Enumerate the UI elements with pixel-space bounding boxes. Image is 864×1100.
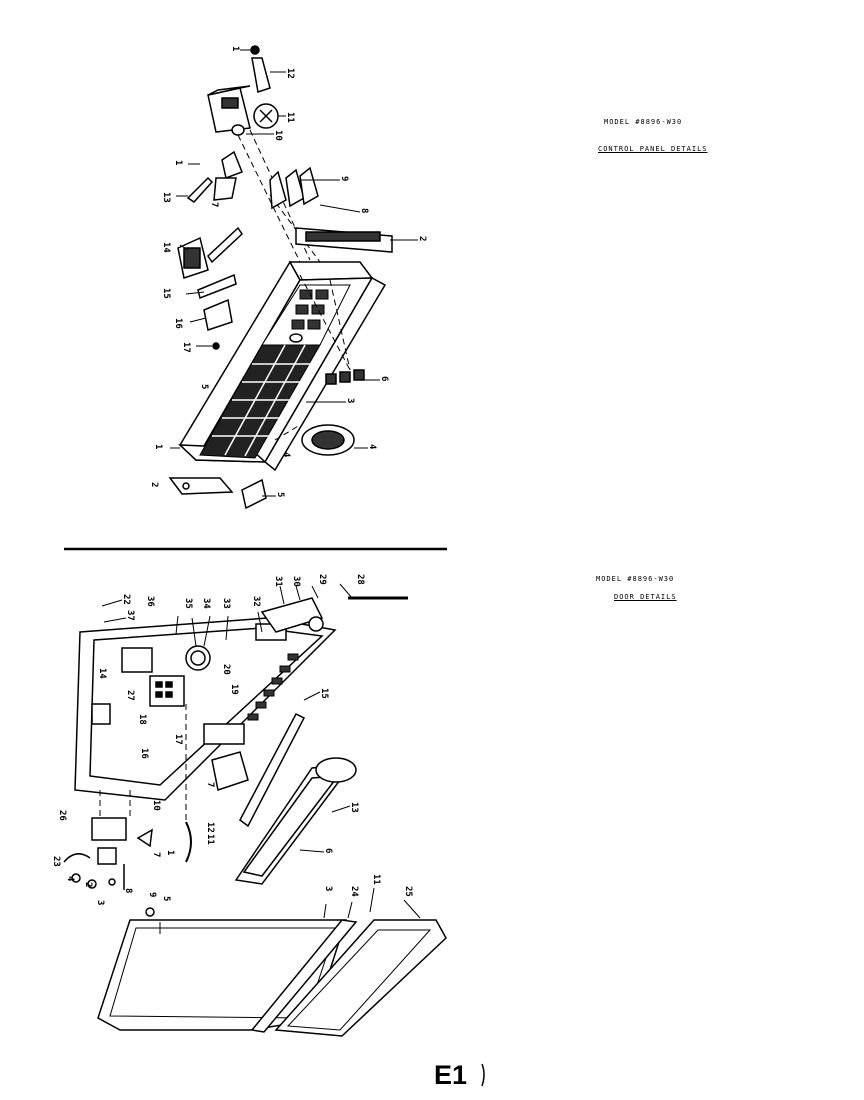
door-model-title: MODEL #8896-W30 <box>596 575 675 583</box>
callout-door: 7 <box>151 852 161 857</box>
callout-door: 22 <box>121 594 131 605</box>
callout-door: 37 <box>125 610 135 621</box>
callout-door: 1 <box>165 850 175 855</box>
callout-door: 23 <box>51 856 61 867</box>
callout-cp: 3 <box>345 398 355 403</box>
page-bracket <box>481 1063 485 1087</box>
callout-cp: 11 <box>285 112 295 123</box>
callout-door: 16 <box>139 748 149 759</box>
callout-door: 2 <box>83 882 93 887</box>
callout-cp: 17 <box>181 342 191 353</box>
callout-door: 27 <box>125 690 135 701</box>
control-panel-section-title: CONTROL PANEL DETAILS <box>598 145 708 153</box>
callout-cp: 2 <box>417 236 427 241</box>
callout-cp: 4 <box>281 452 291 458</box>
callout-door: 3 <box>323 886 333 891</box>
callout-cp: 15 <box>161 288 171 299</box>
callout-cp: 9 <box>339 176 349 181</box>
callout-door: 3 <box>95 900 105 905</box>
callout-cp: 14 <box>161 242 171 253</box>
callout-door: 15 <box>319 688 329 699</box>
callout-door: 5 <box>161 896 171 901</box>
callout-door: 24 <box>349 886 359 897</box>
callout-door: 9 <box>147 892 157 897</box>
callout-door: 25 <box>403 886 413 897</box>
callout-door: 30 <box>291 576 301 587</box>
callout-door: 12 <box>205 822 215 833</box>
callout-door: 17 <box>173 734 183 745</box>
callout-door: 4 <box>65 876 75 882</box>
callout-cp: 16 <box>173 318 183 329</box>
callout-door: 26 <box>57 810 67 821</box>
callout-door: 32 <box>251 596 261 607</box>
callout-cp: 8 <box>359 208 369 213</box>
callout-cp: 1 <box>173 160 183 165</box>
callout-cp: 2 <box>149 482 159 487</box>
callout-door: 11 <box>205 834 215 845</box>
callout-door: 14 <box>97 668 107 679</box>
callout-door: 10 <box>151 800 161 811</box>
callout-cp: 5 <box>275 492 285 497</box>
callout-door: 6 <box>323 848 333 853</box>
control-panel-model-title: MODEL #8896-W30 <box>604 118 683 126</box>
callout-cp: 6 <box>379 376 389 381</box>
callout-cp: 1 <box>230 46 240 51</box>
callout-cp: 10 <box>273 130 283 141</box>
callout-door: 13 <box>349 802 359 813</box>
callout-cp: 5 <box>199 384 209 389</box>
callout-cp: 1 <box>153 444 163 449</box>
callout-door: 7 <box>205 782 215 787</box>
callout-door: 8 <box>123 888 133 893</box>
callout-door: 11 <box>371 874 381 885</box>
callout-door: 19 <box>229 684 239 695</box>
callout-cp: 4 <box>367 444 377 450</box>
callout-door: 33 <box>221 598 231 609</box>
page-label: E1 <box>434 1060 468 1090</box>
callout-door: 28 <box>355 574 365 585</box>
door-assembly <box>63 583 447 1037</box>
control-panel-assembly <box>168 45 418 510</box>
callout-cp: 7 <box>209 202 219 207</box>
callout-door: 18 <box>137 714 147 725</box>
callout-door: 29 <box>317 574 327 585</box>
callout-door: 35 <box>183 598 193 609</box>
callout-cp: 12 <box>285 68 295 79</box>
callout-door: 31 <box>273 576 283 587</box>
callout-door: 34 <box>201 598 211 609</box>
callout-door: 20 <box>221 664 231 675</box>
callout-door: 36 <box>145 596 155 607</box>
callout-cp: 13 <box>161 192 171 203</box>
door-section-title: DOOR DETAILS <box>614 593 677 601</box>
